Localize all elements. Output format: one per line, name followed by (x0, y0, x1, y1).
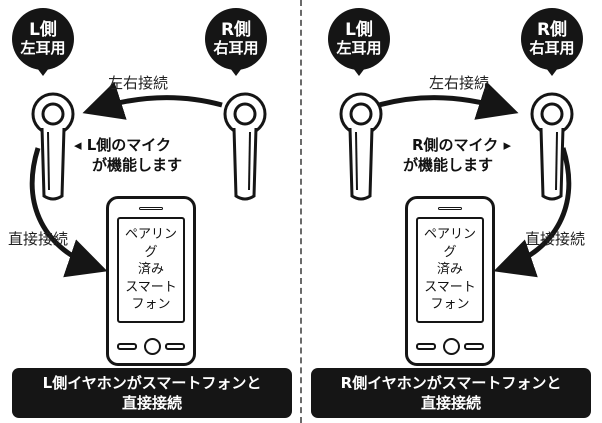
bubble-r-side: R側 右耳用 (521, 8, 583, 76)
phone-right-key (464, 343, 484, 350)
phone-text-3: スマート (125, 279, 177, 295)
phone-left-key (416, 343, 436, 350)
phone-text-4: フォン (131, 297, 171, 313)
caption-right: R側イヤホンがスマートフォンと 直接接続 (311, 368, 591, 418)
phone-screen: ペアリング 済み スマート フォン (416, 217, 484, 323)
bubble-r-sub: 右耳用 (213, 39, 259, 58)
phone-text-4: フォン (430, 297, 470, 313)
lr-arrow (82, 81, 223, 120)
mic-note-line1: ◂ L側のマイク (74, 136, 172, 154)
lr-connection-label: 左右接続 (108, 74, 169, 92)
phone-speaker (438, 207, 462, 210)
panel-divider (300, 0, 302, 423)
phone-text-2: 済み (436, 262, 463, 278)
connection-arrows-right (378, 81, 572, 278)
bubble-r-side: R側 右耳用 (205, 8, 267, 76)
caption-left: L側イヤホンがスマートフォンと 直接接続 (12, 368, 292, 418)
phone-text-1: ペアリング (124, 227, 177, 260)
bubble-r-title: R側 (220, 20, 252, 41)
bubble-l-title: L側 (29, 20, 57, 41)
mic-note: R側のマイク ▸ が機能します (403, 136, 511, 175)
phone-text-2: 済み (137, 262, 164, 278)
lr-arrow (378, 81, 519, 120)
phone-speaker (139, 207, 163, 210)
bubble-r-sub: 右耳用 (529, 39, 575, 58)
phone-text-1: ペアリング (423, 227, 476, 260)
mic-note: ◂ L側のマイク が機能します (74, 136, 182, 175)
earbud-right-icon (530, 92, 574, 201)
earbud-left-icon (339, 92, 383, 201)
phone-home-button (443, 338, 460, 355)
phone-text-3: スマート (424, 279, 476, 295)
caption-line2: 直接接続 (121, 394, 182, 412)
smartphone-icon: ペアリング 済み スマート フォン (106, 196, 196, 366)
phone-home-button (144, 338, 161, 355)
direct-arrow (29, 147, 108, 278)
mic-note-line2: が機能します (403, 155, 494, 174)
bubble-l-sub: 左耳用 (20, 39, 66, 58)
earbud-left-icon (31, 92, 75, 201)
bubble-l-sub: 左耳用 (336, 39, 382, 58)
direct-connection-label: 直接接続 (8, 230, 69, 248)
phone-right-key (165, 343, 185, 350)
panel-left: L側 左耳用 R側 右耳用 左右接続 ◂ L側のマイク が機能します 直接接続 … (8, 8, 292, 418)
earbud-right-icon (223, 92, 267, 201)
bubble-l-side: L側 左耳用 (12, 8, 74, 76)
smartphone-icon: ペアリング 済み スマート フォン (405, 196, 495, 366)
lr-connection-label: 左右接続 (429, 74, 490, 92)
bubble-r-title: R側 (536, 20, 568, 41)
direct-connection-label: 直接接続 (525, 230, 586, 248)
direct-arrow (493, 147, 572, 278)
mic-note-line2: が機能します (92, 155, 183, 174)
connection-arrows-left (29, 81, 223, 278)
phone-screen: ペアリング 済み スマート フォン (117, 217, 185, 323)
mic-note-line1: R側のマイク ▸ (412, 136, 512, 154)
caption-line2: 直接接続 (420, 394, 481, 412)
caption-line1: R側イヤホンがスマートフォンと (340, 373, 562, 392)
panel-right: L側 左耳用 R側 右耳用 左右接続 R側のマイク ▸ が機能します 直接接続 … (301, 0, 602, 423)
bubble-l-title: L側 (345, 20, 373, 41)
caption-line1: L側イヤホンがスマートフォンと (42, 373, 262, 392)
phone-left-key (117, 343, 137, 350)
bubble-l-side: L側 左耳用 (328, 8, 390, 76)
